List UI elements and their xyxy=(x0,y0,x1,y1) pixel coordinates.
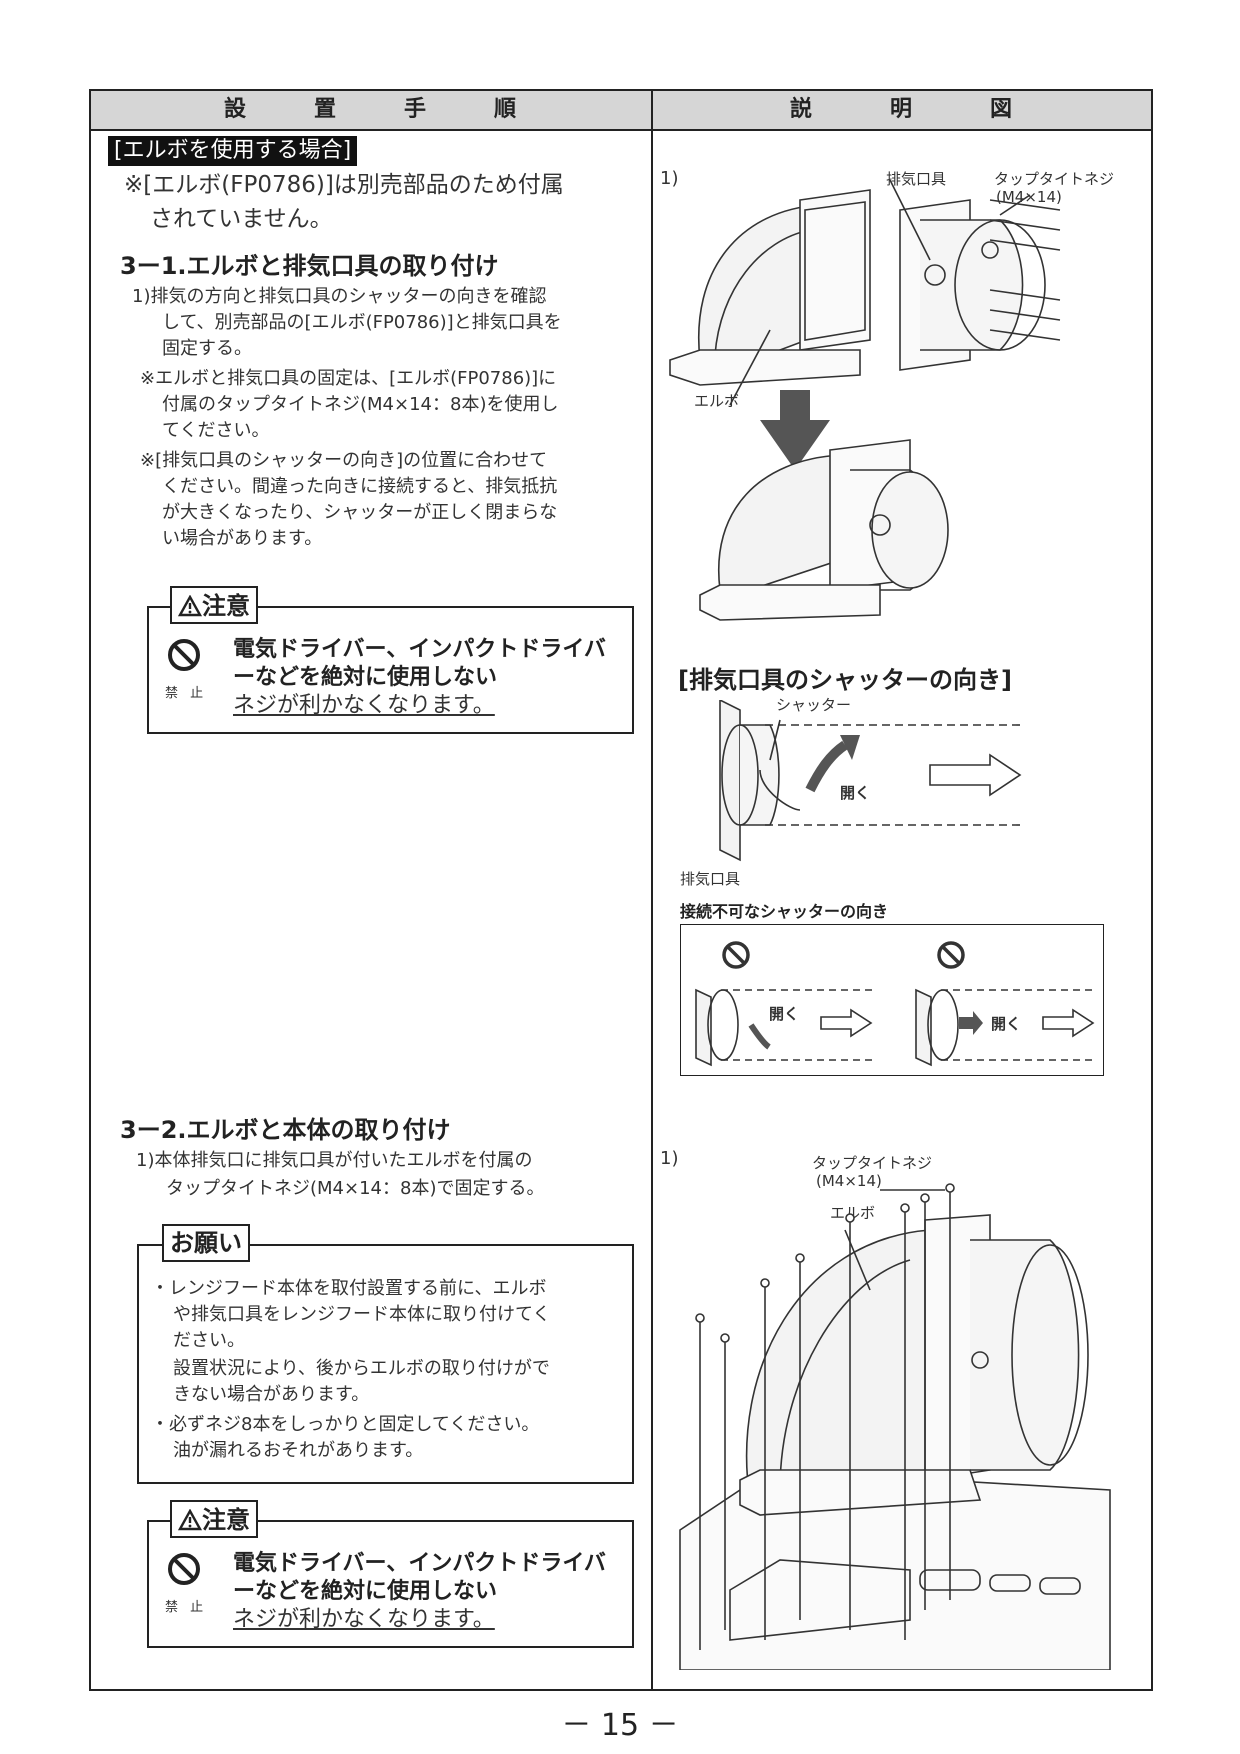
header-char: 置 xyxy=(313,97,338,122)
shutter-direction-diagram xyxy=(719,700,1022,862)
wrong-orientation-box: 開く 開く xyxy=(680,924,1104,1076)
wrong-orientation-diagram xyxy=(695,941,1096,1067)
sold-separately-note-1: ※[エルボ(FP0786)]は別売部品のため付属 xyxy=(124,172,564,198)
request-line-2: や排気口具をレンジフード本体に取り付けてく xyxy=(173,1304,551,1325)
step1-line-7: ※[排気口具のシャッターの向き]の位置に合わせて xyxy=(140,450,548,471)
exhaust-fitting-label: 排気口具 xyxy=(886,170,947,188)
page-number: － 15 － xyxy=(561,1708,679,1743)
caution-1-underline: ネジが利かなくなります。 xyxy=(233,693,495,718)
header-char: 手 xyxy=(403,97,428,122)
elbow-usage-tag: [エルボを使用する場合] xyxy=(108,136,358,166)
caution-2-line-1: 電気ドライバー、インパクトドライバ xyxy=(233,1551,606,1576)
caution-title: 注意 xyxy=(202,592,250,620)
header-char: 順 xyxy=(493,97,518,122)
header-char: 設 xyxy=(223,97,248,122)
shutter-label: シャッター xyxy=(776,696,852,714)
sold-separately-note-2: されていません。 xyxy=(150,206,333,232)
step-3-1-title: 3ー1.エルボと排気口具の取り付け xyxy=(120,252,499,280)
step1-line-5: 付属のタップタイトネジ(M4×14：8本)を使用し xyxy=(162,394,559,415)
elbow-body-attachment-diagram xyxy=(679,1183,1111,1670)
prohibit-label: 禁 止 xyxy=(165,1600,208,1615)
down-arrow-icon xyxy=(760,390,830,470)
request-label: お願い xyxy=(162,1224,250,1262)
caution-box-1: 禁 止 電気ドライバー、インパクトドライバ ーなどを絶対に使用しない ネジが利か… xyxy=(147,606,634,734)
wrong-orientation-title: 接続不可なシャッターの向き xyxy=(680,902,889,921)
tapping-screw-size: (M4×14) xyxy=(996,188,1062,206)
step1-line-4: ※エルボと排気口具の固定は、[エルボ(FP0786)]に xyxy=(140,368,557,389)
open-label: 開く xyxy=(840,784,871,802)
header-char: 説 xyxy=(789,97,814,122)
figure-1-number: 1) xyxy=(660,168,679,189)
step1-line-8: ください。間違った向きに接続すると、排気抵抗 xyxy=(162,476,558,497)
step2-line-1: 1)本体排気口に排気口具が付いたエルボを付属の xyxy=(136,1150,533,1171)
caution-title: 注意 xyxy=(202,1506,250,1534)
caution-label-1: 注意 xyxy=(170,586,258,624)
request-box: ・レンジフード本体を取付設置する前に、エルボ や排気口具をレンジフード本体に取り… xyxy=(137,1244,634,1484)
caution-2-line-2: ーなどを絶対に使用しない xyxy=(233,1579,498,1604)
open-label-wrong-1: 開く xyxy=(769,1005,800,1023)
table-header: 設置手順 説明図 xyxy=(91,91,1151,131)
header-char: 明 xyxy=(889,97,914,122)
request-line-1: ・レンジフード本体を取付設置する前に、エルボ xyxy=(151,1278,547,1299)
step1-line-1: 1)排気の方向と排気口具のシャッターの向きを確認 xyxy=(132,286,547,307)
elbow-label: エルボ xyxy=(694,392,740,410)
request-line-6: ・必ずネジ8本をしっかりと固定してください。 xyxy=(151,1414,540,1435)
request-line-3: ださい。 xyxy=(173,1330,245,1351)
prohibit-icon xyxy=(168,1553,200,1585)
flow-arrow-icon xyxy=(929,753,1022,797)
tapping-screw-label-2: タップタイトネジ xyxy=(812,1154,933,1172)
column-divider xyxy=(651,91,653,1689)
figure-2-number: 1) xyxy=(660,1148,679,1169)
caution-1-line-1: 電気ドライバー、インパクトドライバ xyxy=(233,637,606,662)
step1-line-6: てください。 xyxy=(162,420,270,441)
step1-line-3: 固定する。 xyxy=(162,338,252,359)
step2-line-2: タップタイトネジ(M4×14：8本)で固定する。 xyxy=(166,1178,545,1199)
request-line-7: 油が漏れるおそれがあります。 xyxy=(173,1440,424,1461)
shutter-orientation-title: [排気口具のシャッターの向き] xyxy=(678,666,1012,694)
prohibit-label: 禁 止 xyxy=(165,686,208,701)
step-3-2-title: 3ー2.エルボと本体の取り付け xyxy=(120,1116,451,1144)
caution-1-line-2: ーなどを絶対に使用しない xyxy=(233,665,498,690)
open-label-wrong-2: 開く xyxy=(991,1015,1022,1033)
elbow-assembly-diagram xyxy=(669,180,1061,621)
prohibit-icon xyxy=(168,639,200,671)
request-title: お願い xyxy=(170,1229,242,1257)
warning-triangle-icon xyxy=(177,1508,203,1531)
request-line-4: 設置状況により、後からエルボの取り付けがで xyxy=(173,1358,550,1379)
instruction-table: 設置手順 説明図 xyxy=(89,89,1153,1691)
step1-line-9: が大きくなったり、シャッターが正しく閉まらな xyxy=(162,502,558,523)
header-char: 図 xyxy=(989,97,1014,122)
request-line-5: きない場合があります。 xyxy=(173,1384,370,1405)
caution-2-underline: ネジが利かなくなります。 xyxy=(233,1607,495,1632)
header-diagram: 説明図 xyxy=(653,91,1151,129)
tapping-screw-size-2: (M4×14) xyxy=(816,1172,882,1190)
exhaust-fitting-label-2: 排気口具 xyxy=(680,870,741,888)
warning-triangle-icon xyxy=(177,594,203,617)
open-arrow-icon xyxy=(805,740,848,793)
tapping-screw-label: タップタイトネジ xyxy=(994,170,1115,188)
header-procedure: 設置手順 xyxy=(91,91,651,129)
caution-box-2: 禁 止 電気ドライバー、インパクトドライバ ーなどを絶対に使用しない ネジが利か… xyxy=(147,1520,634,1648)
step1-line-10: い場合があります。 xyxy=(162,528,323,549)
elbow-label-2: エルボ xyxy=(830,1204,876,1222)
step1-line-2: して、別売部品の[エルボ(FP0786)]と排気口具を xyxy=(162,312,562,333)
caution-label-2: 注意 xyxy=(170,1500,258,1538)
